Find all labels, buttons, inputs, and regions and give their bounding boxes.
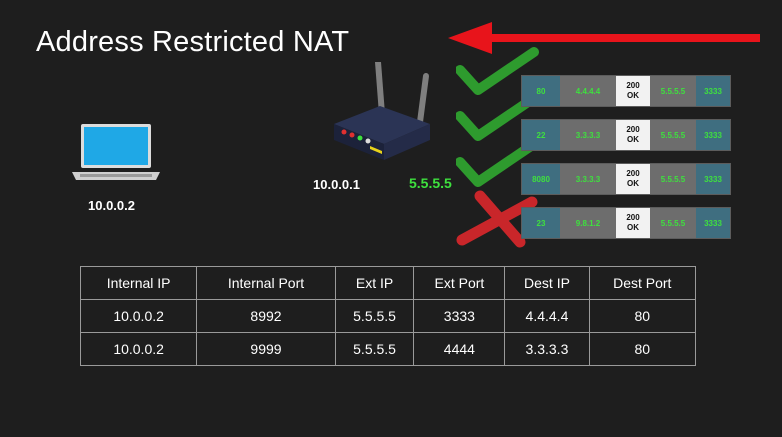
router-private-ip: 10.0.0.1	[313, 177, 360, 192]
packet: 22 3.3.3.3 200 OK 5.5.5.5 3333	[522, 120, 730, 150]
packet-status: 200 OK	[616, 120, 650, 150]
packet: 23 9.8.1.2 200 OK 5.5.5.5 3333	[522, 208, 730, 238]
table-cell: 80	[588, 332, 697, 366]
column-header: Ext Port	[413, 266, 506, 300]
packet-src-ip: 4.4.4.4	[560, 76, 616, 106]
router-public-ip: 5.5.5.5	[409, 175, 452, 191]
column-header: Internal IP	[79, 266, 198, 300]
laptop-icon	[72, 124, 160, 180]
table-cell: 3333	[413, 299, 506, 333]
packet-src-port: 22	[522, 120, 560, 150]
packet-status: 200 OK	[616, 164, 650, 194]
incoming-packets: 80 4.4.4.4 200 OK 5.5.5.5 3333 22 3.3.3.…	[522, 76, 730, 252]
table-cell: 4444	[413, 332, 506, 366]
router-icon	[334, 62, 430, 160]
table-row: 10.0.0.2 8992 5.5.5.5 3333 4.4.4.4 80	[79, 299, 697, 333]
packet-src-ip: 9.8.1.2	[560, 208, 616, 238]
packet: 8080 3.3.3.3 200 OK 5.5.5.5 3333	[522, 164, 730, 194]
packet-dst-ip: 5.5.5.5	[650, 164, 696, 194]
laptop-ip: 10.0.0.2	[88, 198, 135, 213]
table-cell: 5.5.5.5	[334, 299, 415, 333]
column-header: Ext IP	[334, 266, 415, 300]
packet-dst-ip: 5.5.5.5	[650, 76, 696, 106]
slide-title: Address Restricted NAT	[36, 26, 350, 58]
packet-dst-port: 3333	[696, 208, 730, 238]
table-cell: 4.4.4.4	[504, 299, 590, 333]
packet-dst-port: 3333	[696, 164, 730, 194]
packet-src-port: 8080	[522, 164, 560, 194]
check-icon	[456, 139, 539, 187]
table-cell: 8992	[196, 299, 336, 333]
table-cell: 80	[588, 299, 697, 333]
check-icon	[456, 47, 539, 95]
column-header: Dest Port	[588, 266, 697, 300]
packet-src-ip: 3.3.3.3	[560, 120, 616, 150]
table-cell: 3.3.3.3	[504, 332, 590, 366]
packet-dst-ip: 5.5.5.5	[650, 208, 696, 238]
table-header-row: Internal IP Internal Port Ext IP Ext Por…	[79, 266, 697, 300]
packet-result-marks	[456, 47, 539, 248]
check-icon	[456, 93, 539, 141]
packet-dst-ip: 5.5.5.5	[650, 120, 696, 150]
nat-table: Internal IP Internal Port Ext IP Ext Por…	[79, 266, 697, 366]
packet-status: 200 OK	[616, 76, 650, 106]
packet-src-port: 23	[522, 208, 560, 238]
table-cell: 10.0.0.2	[79, 299, 198, 333]
column-header: Internal Port	[196, 266, 336, 300]
incoming-arrow-icon	[448, 22, 760, 54]
packet-status: 200 OK	[616, 208, 650, 238]
table-row: 10.0.0.2 9999 5.5.5.5 4444 3.3.3.3 80	[79, 332, 697, 366]
packet-dst-port: 3333	[696, 76, 730, 106]
packet-dst-port: 3333	[696, 120, 730, 150]
packet: 80 4.4.4.4 200 OK 5.5.5.5 3333	[522, 76, 730, 106]
table-cell: 9999	[196, 332, 336, 366]
cross-icon	[456, 190, 538, 248]
table-cell: 10.0.0.2	[79, 332, 198, 366]
packet-src-ip: 3.3.3.3	[560, 164, 616, 194]
table-cell: 5.5.5.5	[334, 332, 415, 366]
packet-src-port: 80	[522, 76, 560, 106]
column-header: Dest IP	[504, 266, 590, 300]
